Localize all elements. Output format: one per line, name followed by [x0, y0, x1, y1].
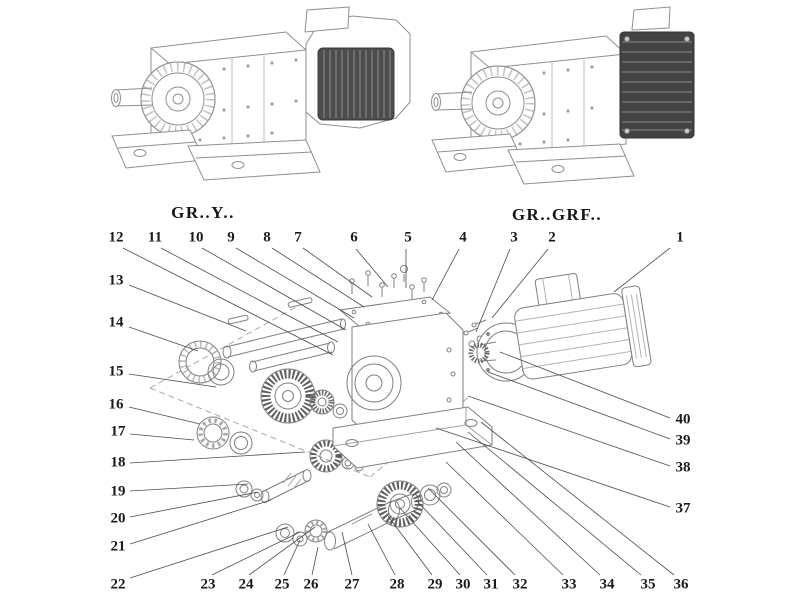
- pinion-shaft-set: [235, 469, 312, 503]
- part-callout-38: 38: [675, 459, 691, 476]
- part-callout-9: 9: [227, 229, 235, 246]
- variant-label-grgrf: GR..GRF..: [511, 205, 603, 224]
- leader-line-34: [455, 441, 601, 576]
- leader-line-1: [613, 247, 671, 293]
- leader-line-39: [487, 371, 671, 440]
- part-callout-7: 7: [294, 229, 302, 246]
- part-callout-22: 22: [110, 576, 126, 593]
- input-shafts: [222, 318, 346, 373]
- leader-line-17: [129, 433, 195, 441]
- leader-line-24: [248, 526, 316, 576]
- seal-rings: [178, 340, 235, 386]
- part-callout-12: 12: [108, 229, 124, 246]
- part-callout-20: 20: [110, 510, 126, 527]
- leader-line-35: [467, 431, 642, 576]
- output-shaft-set: [275, 480, 452, 551]
- leader-line-13: [128, 284, 247, 332]
- leader-line-23: [211, 531, 301, 576]
- leader-lines: [122, 247, 675, 579]
- variant-label-gry: GR..Y..: [171, 203, 235, 222]
- primary-gear: [260, 368, 316, 424]
- leader-line-22: [129, 526, 289, 579]
- part-callout-19: 19: [110, 483, 126, 500]
- leader-line-30: [399, 507, 461, 576]
- leader-line-15: [128, 373, 217, 388]
- leader-line-3: [475, 248, 511, 333]
- leader-line-26: [311, 546, 319, 576]
- motor-assembly: [468, 272, 652, 382]
- part-callout-36: 36: [673, 576, 689, 593]
- leader-line-28: [367, 523, 396, 576]
- part-callout-33: 33: [561, 576, 577, 593]
- leader-line-27: [341, 531, 353, 576]
- cover-bolts: [349, 265, 427, 299]
- part-callout-15: 15: [108, 363, 124, 380]
- leader-line-16: [128, 406, 201, 425]
- leader-line-4: [431, 248, 460, 301]
- leader-line-9: [235, 247, 355, 319]
- leader-line-12: [122, 247, 334, 356]
- part-callout-10: 10: [188, 229, 204, 246]
- leader-line-14: [128, 326, 199, 352]
- part-callout-18: 18: [110, 454, 126, 471]
- part-callout-25: 25: [274, 576, 290, 593]
- leader-line-19: [129, 483, 249, 492]
- bearings-left: [196, 416, 253, 455]
- leader-line-40: [499, 351, 671, 419]
- part-callout-16: 16: [108, 396, 124, 413]
- part-callout-28: 28: [389, 576, 405, 593]
- leader-line-8: [271, 247, 365, 308]
- part-callout-37: 37: [675, 500, 691, 517]
- leader-line-18: [129, 451, 306, 464]
- leader-line-20: [129, 491, 259, 518]
- part-callout-39: 39: [675, 432, 691, 449]
- leader-line-29: [387, 515, 433, 576]
- part-callout-30: 30: [455, 576, 471, 593]
- leader-line-33: [445, 461, 564, 576]
- leader-line-6: [355, 248, 389, 288]
- leader-line-32: [427, 487, 516, 576]
- part-callout-17: 17: [110, 423, 126, 440]
- exploded-view-drawing: [149, 265, 652, 551]
- part-callout-14: 14: [108, 314, 124, 331]
- part-callout-21: 21: [110, 538, 126, 555]
- gearbox-housing: [332, 296, 493, 469]
- leader-line-37: [435, 427, 671, 508]
- part-callout-29: 29: [427, 576, 443, 593]
- small-gear-set: [309, 389, 348, 419]
- part-callout-24: 24: [238, 576, 254, 593]
- part-callout-6: 6: [350, 229, 358, 246]
- leader-line-38: [467, 395, 671, 467]
- part-callout-34: 34: [599, 576, 615, 593]
- leader-line-36: [480, 421, 675, 576]
- part-callout-23: 23: [200, 576, 216, 593]
- leader-line-31: [415, 499, 488, 576]
- leader-line-7: [302, 247, 373, 298]
- part-callout-26: 26: [303, 576, 319, 593]
- part-callout-40: 40: [675, 411, 691, 428]
- part-callout-4: 4: [459, 229, 467, 246]
- part-callout-32: 32: [512, 576, 528, 593]
- part-callout-5: 5: [404, 229, 412, 246]
- gearmotor-drawing-gry: [111, 6, 411, 181]
- part-callout-1: 1: [676, 229, 684, 246]
- leader-line-2: [491, 248, 549, 319]
- leader-line-10: [201, 247, 347, 331]
- part-callout-13: 13: [108, 272, 124, 289]
- part-callout-8: 8: [263, 229, 271, 246]
- part-callout-31: 31: [483, 576, 499, 593]
- part-callout-35: 35: [640, 576, 656, 593]
- part-callout-27: 27: [344, 576, 360, 593]
- part-callout-2: 2: [548, 229, 556, 246]
- part-callout-11: 11: [147, 229, 163, 246]
- leader-line-25: [283, 539, 301, 576]
- shaft-keys: [227, 297, 313, 325]
- gearmotor-drawing-grgrf: [431, 6, 695, 185]
- leader-line-21: [129, 499, 272, 545]
- part-callout-3: 3: [510, 229, 518, 246]
- leader-line-11: [160, 247, 339, 343]
